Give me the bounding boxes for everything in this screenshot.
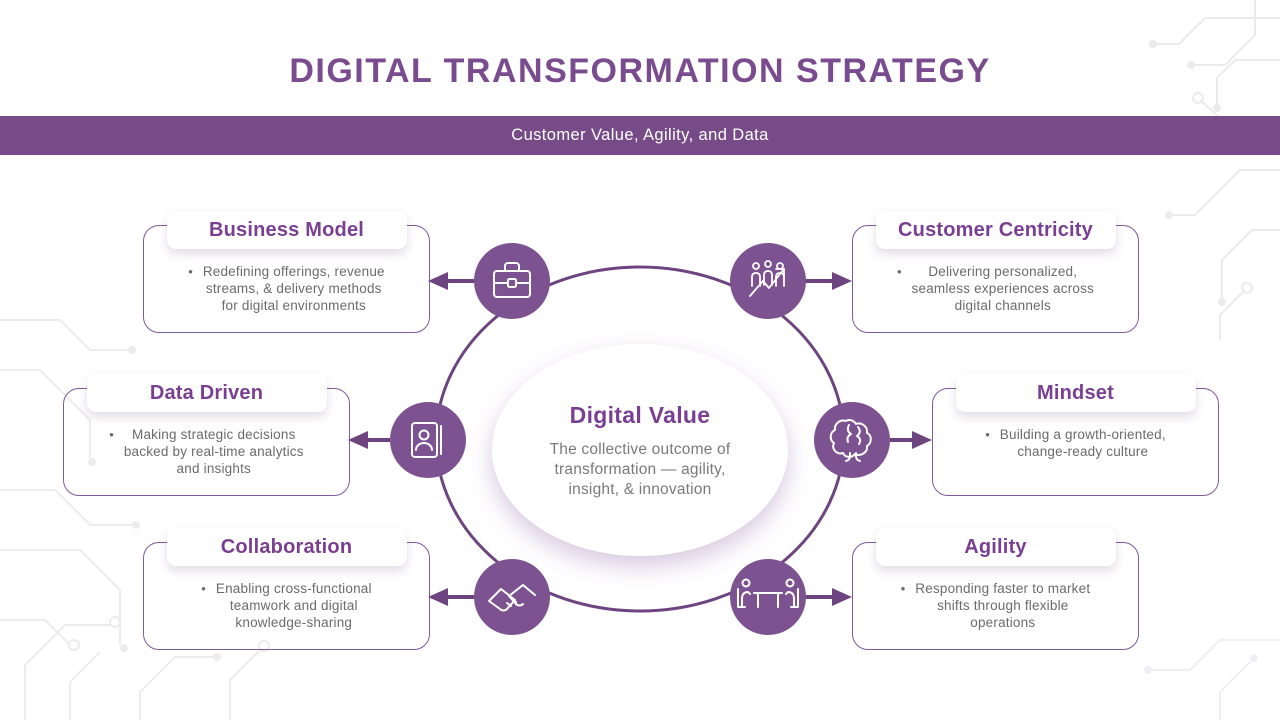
- card-body: • Making strategic decisions backed by r…: [64, 389, 349, 477]
- card-body: • Delivering personalized, seamless expe…: [853, 226, 1138, 314]
- bullet-dot: •: [201, 581, 206, 596]
- brain-icon: [829, 419, 872, 462]
- card-body: • Redefining offerings, revenue streams,…: [144, 226, 429, 314]
- card-title: Customer Centricity: [898, 218, 1093, 241]
- card-title: Business Model: [208, 218, 365, 241]
- card-title: Mindset: [1037, 381, 1114, 404]
- card-title-tab: Business Model: [166, 211, 407, 249]
- page-title: DIGITAL TRANSFORMATION STRATEGY: [289, 52, 991, 90]
- bullet-dot: •: [188, 264, 193, 279]
- card-body: • Responding faster to market shifts thr…: [853, 543, 1138, 631]
- card-text: Building a growth-oriented, change-ready…: [999, 427, 1166, 459]
- card-text: Enabling cross-functional teamwork and d…: [215, 581, 372, 630]
- bullet-dot: •: [109, 427, 114, 442]
- card-text: Redefining offerings, revenue streams, &…: [202, 264, 385, 313]
- bullet-dot: •: [896, 264, 902, 279]
- card-title-tab: Customer Centricity: [875, 211, 1116, 249]
- card-business-model: Business Model • Redefining offerings, r…: [143, 211, 430, 333]
- center-content: Digital Value The collective outcome of …: [495, 402, 785, 500]
- meeting-icon: [737, 578, 799, 608]
- people-growth-icon: [749, 260, 785, 297]
- card-mindset: Mindset • Building a growth-oriented, ch…: [932, 374, 1219, 496]
- subtitle-banner: Customer Value, Agility, and Data: [0, 116, 1280, 155]
- bullet-dot: •: [985, 427, 990, 442]
- card-title-tab: Mindset: [955, 374, 1196, 412]
- center-title: Digital Value: [569, 402, 711, 428]
- card-title-tab: Agility: [875, 528, 1116, 566]
- icon-circles: [390, 243, 890, 635]
- connector-arrows: [348, 272, 932, 606]
- card-title: Data Driven: [149, 381, 264, 404]
- card-agility: Agility • Responding faster to market sh…: [852, 528, 1139, 650]
- card-text: Making strategic decisions backed by rea…: [123, 427, 304, 476]
- center-description: The collective outcome of transformation…: [549, 441, 731, 498]
- center-circle: [492, 344, 788, 556]
- bullet-dot: •: [900, 581, 906, 596]
- circuit-pattern-bottom-right: [1144, 639, 1280, 720]
- circuit-pattern-bottom-left: [0, 319, 270, 720]
- card-body: • Enabling cross-functional teamwork and…: [144, 543, 429, 631]
- card-text: Delivering personalized, seamless experi…: [911, 264, 1095, 313]
- card-customer-centricity: Customer Centricity • Delivering persona…: [852, 211, 1139, 333]
- card-text: Responding faster to market shifts throu…: [915, 581, 1091, 630]
- contact-book-icon: [411, 422, 442, 458]
- card-title: Collaboration: [220, 535, 353, 558]
- subtitle-text: Customer Value, Agility, and Data: [511, 126, 769, 144]
- circuit-pattern-top-right: [1149, 0, 1280, 340]
- card-title: Agility: [964, 535, 1027, 558]
- handshake-icon: [488, 584, 536, 612]
- card-body: • Building a growth-oriented, change-rea…: [933, 389, 1218, 460]
- card-title-tab: Data Driven: [86, 374, 327, 412]
- card-title-tab: Collaboration: [166, 528, 407, 566]
- briefcase-icon: [493, 262, 531, 298]
- card-data-driven: Data Driven • Making strategic decisions…: [63, 374, 350, 496]
- card-collaboration: Collaboration • Enabling cross-functiona…: [143, 528, 430, 650]
